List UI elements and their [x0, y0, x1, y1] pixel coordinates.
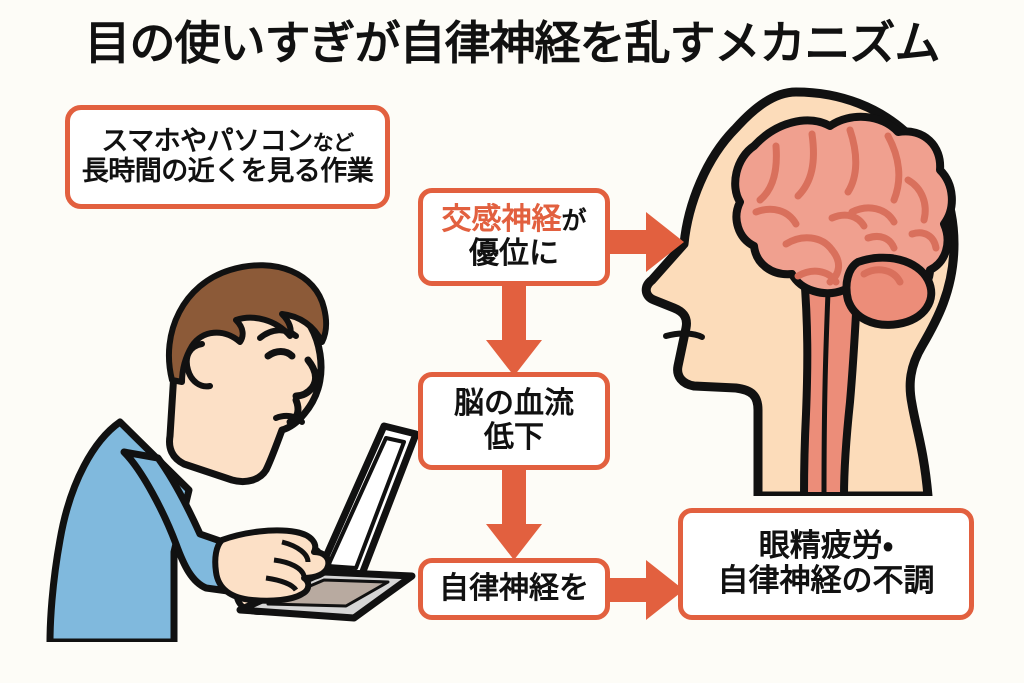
box-source-activity: スマホやパソコンなど 長時間の近くを見る作業 — [65, 105, 390, 209]
box-sympathetic-line2: 優位に — [469, 236, 559, 271]
box-source-line2: 長時間の近くを見る作業 — [81, 156, 374, 187]
box-result-symptoms: 眼精疲労・ 自律神経の不調 — [678, 508, 974, 620]
box-result-line1: 眼精疲労・ — [758, 528, 894, 565]
box-brain-bloodflow-decrease: 脳の血流 低下 — [418, 372, 610, 470]
man-using-laptop-illustration — [46, 262, 420, 642]
arrow-right-to-head — [606, 212, 684, 272]
arrow-down-sympathetic-to-bloodflow — [486, 284, 542, 376]
box-sympathetic-dominant: 交感神経が 優位に — [418, 188, 610, 286]
box-autonomic-nerve: 自律神経を — [418, 558, 610, 620]
box-bloodflow-line1: 脳の血流 — [454, 386, 574, 422]
arrow-down-bloodflow-to-autonomic — [486, 468, 542, 562]
box-sympathetic-highlight: 交感神経 — [441, 202, 562, 238]
box-autonomic-line1: 自律神経を — [439, 571, 589, 607]
arrow-right-to-result — [606, 560, 684, 620]
box-sympathetic-suffix: が — [561, 206, 587, 236]
box-bloodflow-line2: 低下 — [484, 420, 544, 455]
head-profile-with-brain-illustration — [641, 87, 959, 496]
box-sympathetic-line1: 交感神経が — [441, 203, 586, 237]
box-source-line1-suffix: など — [312, 130, 355, 155]
page-title: 目の使いすぎが自律神経を乱すメカニズム — [84, 16, 941, 70]
box-result-line2: 自律神経の不調 — [717, 563, 935, 599]
box-source-line1: スマホやパソコンなど — [101, 125, 355, 157]
box-source-line1-main: スマホやパソコン — [101, 125, 313, 157]
